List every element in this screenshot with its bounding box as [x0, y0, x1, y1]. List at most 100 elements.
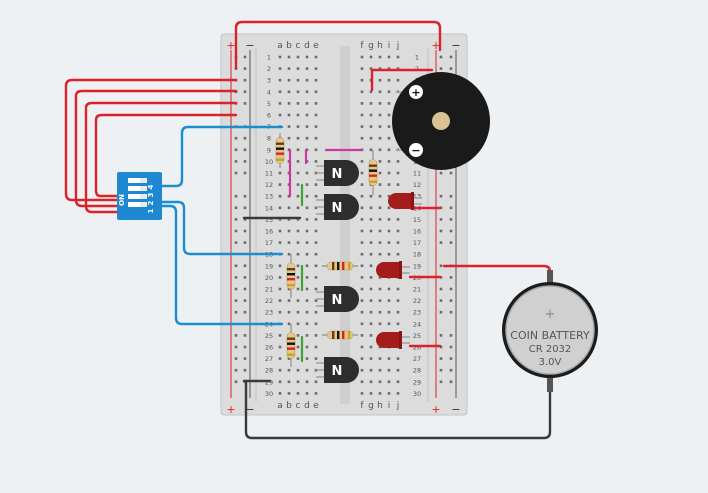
breadboard-hole — [296, 113, 300, 117]
row-label: 26 — [413, 344, 421, 352]
breadboard-hole — [360, 183, 364, 186]
resistor-band — [276, 142, 284, 145]
breadboard-hole — [387, 299, 391, 302]
dip-switch-lever — [140, 194, 147, 199]
breadboard-hole — [360, 102, 364, 105]
rail-hole — [439, 380, 443, 384]
resistor-r2 — [368, 150, 378, 195]
rail-hole — [234, 194, 238, 198]
resistor-band — [337, 262, 340, 270]
breadboard-hole — [378, 322, 382, 326]
breadboard-hole — [360, 171, 364, 175]
rail-hole — [243, 206, 247, 210]
breadboard-hole — [387, 171, 391, 175]
transistor-label: N — [332, 201, 343, 216]
rail-hole — [439, 241, 443, 244]
breadboard-hole — [396, 55, 400, 59]
rail-hole — [449, 194, 453, 198]
breadboard-hole — [378, 252, 382, 256]
row-label: 26 — [265, 344, 273, 352]
breadboard-hole — [369, 322, 373, 326]
led-body — [376, 332, 400, 348]
breadboard-hole — [278, 102, 282, 105]
column-label: d — [304, 401, 310, 411]
rail-hole — [449, 380, 453, 384]
breadboard-hole — [305, 380, 309, 384]
row-label: 21 — [265, 286, 273, 294]
rail-minus-label: − — [451, 39, 460, 52]
breadboard-hole — [387, 368, 391, 372]
rail-hole — [243, 160, 247, 163]
rail-hole — [243, 334, 247, 337]
buzzer-minus-pad — [409, 143, 423, 157]
rail-hole — [449, 276, 453, 279]
row-label: 5 — [267, 100, 271, 108]
breadboard-hole — [387, 310, 391, 314]
breadboard-hole — [369, 194, 373, 198]
rail-hole — [243, 148, 247, 152]
breadboard-hole — [278, 67, 282, 70]
breadboard-hole — [296, 322, 300, 326]
rail-hole — [439, 345, 443, 349]
rail-plus-label: + — [226, 39, 235, 52]
breadboard-hole — [378, 229, 382, 233]
column-label: a — [277, 401, 283, 411]
row-label: 1 — [415, 54, 419, 62]
breadboard-hole — [305, 102, 309, 105]
rail-hole — [243, 78, 247, 82]
breadboard-hole — [378, 113, 382, 117]
rail-hole — [243, 102, 247, 105]
breadboard-hole — [314, 183, 318, 186]
breadboard-hole — [278, 206, 282, 210]
battery-terminal-top — [547, 270, 553, 284]
rail-hole — [439, 67, 443, 70]
resistor-band — [287, 353, 295, 356]
breadboard-hole — [360, 67, 364, 70]
breadboard-hole — [314, 310, 318, 314]
rail-hole — [243, 264, 247, 268]
breadboard-hole — [296, 194, 300, 198]
breadboard-hole — [287, 368, 291, 372]
breadboard-hole — [296, 160, 300, 163]
rail-hole — [449, 334, 453, 337]
breadboard-hole — [387, 136, 391, 140]
breadboard-hole — [378, 136, 382, 140]
breadboard-hole — [387, 357, 391, 360]
breadboard-hole — [387, 67, 391, 70]
breadboard-hole — [369, 241, 373, 244]
breadboard-hole — [287, 287, 291, 291]
breadboard-hole — [360, 287, 364, 291]
breadboard-hole — [305, 206, 309, 210]
breadboard-hole — [305, 368, 309, 372]
resistor-band — [369, 169, 377, 172]
breadboard-hole — [396, 67, 400, 70]
breadboard-hole — [396, 357, 400, 360]
breadboard-hole — [360, 78, 364, 82]
breadboard-hole — [396, 218, 400, 221]
rail-hole — [439, 218, 443, 221]
breadboard-hole — [278, 357, 282, 360]
breadboard-hole — [360, 160, 364, 163]
breadboard-hole — [305, 357, 309, 360]
rail-hole — [234, 229, 238, 233]
rail-hole — [243, 276, 247, 279]
breadboard-hole — [396, 310, 400, 314]
breadboard-hole — [278, 276, 282, 279]
breadboard-hole — [387, 380, 391, 384]
rail-hole — [243, 218, 247, 221]
breadboard-hole — [378, 160, 382, 163]
breadboard-hole — [396, 368, 400, 372]
buzzer-minus-label: − — [411, 144, 420, 157]
rail-hole — [439, 194, 443, 198]
breadboard-hole — [369, 252, 373, 256]
breadboard-hole — [287, 55, 291, 59]
rail-minus-label: − — [451, 403, 460, 416]
column-label: j — [396, 401, 400, 411]
row-label: 28 — [265, 367, 273, 375]
breadboard-hole — [314, 55, 318, 59]
breadboard-hole — [314, 206, 318, 210]
breadboard-hole — [296, 310, 300, 314]
breadboard-hole — [387, 229, 391, 233]
dip-switch-lever — [140, 178, 147, 183]
